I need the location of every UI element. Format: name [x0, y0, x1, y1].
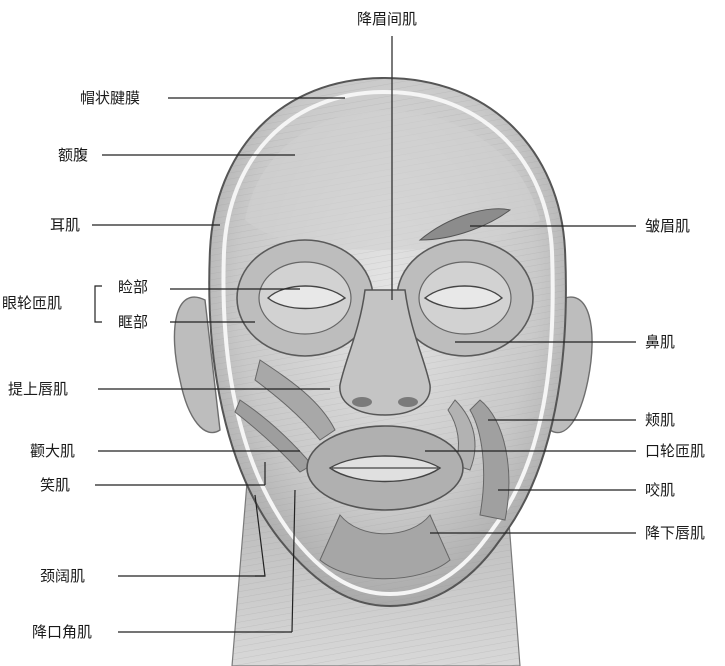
label-buccinator: 颊肌	[645, 411, 675, 429]
left-eye-orbicularis	[237, 240, 373, 356]
label-procerus: 降眉间肌	[357, 10, 417, 28]
label-risorius: 笑肌	[40, 476, 70, 494]
label-frontal-belly: 额腹	[58, 146, 88, 164]
label-depressor-anguli-oris: 降口角肌	[32, 623, 92, 641]
mouth-orbicularis	[307, 426, 463, 510]
label-platysma: 颈阔肌	[40, 567, 85, 585]
label-masseter: 咬肌	[645, 481, 675, 499]
label-levator-labii: 提上唇肌	[8, 380, 68, 398]
label-nasalis: 鼻肌	[645, 333, 675, 351]
label-orbital-part: 眶部	[118, 313, 148, 331]
label-orbicularis-oris: 口轮匝肌	[645, 442, 705, 460]
right-eye-orbicularis	[397, 240, 533, 356]
label-zygomaticus-major: 颧大肌	[30, 442, 75, 460]
label-auricular: 耳肌	[50, 216, 80, 234]
label-orbicularis-oculi: 眼轮匝肌	[2, 294, 62, 312]
label-depressor-labii: 降下唇肌	[645, 524, 705, 542]
label-galea-aponeurotica: 帽状腱膜	[80, 89, 140, 107]
label-corrugator: 皱眉肌	[645, 217, 690, 235]
label-palpebral-part: 睑部	[118, 278, 148, 296]
